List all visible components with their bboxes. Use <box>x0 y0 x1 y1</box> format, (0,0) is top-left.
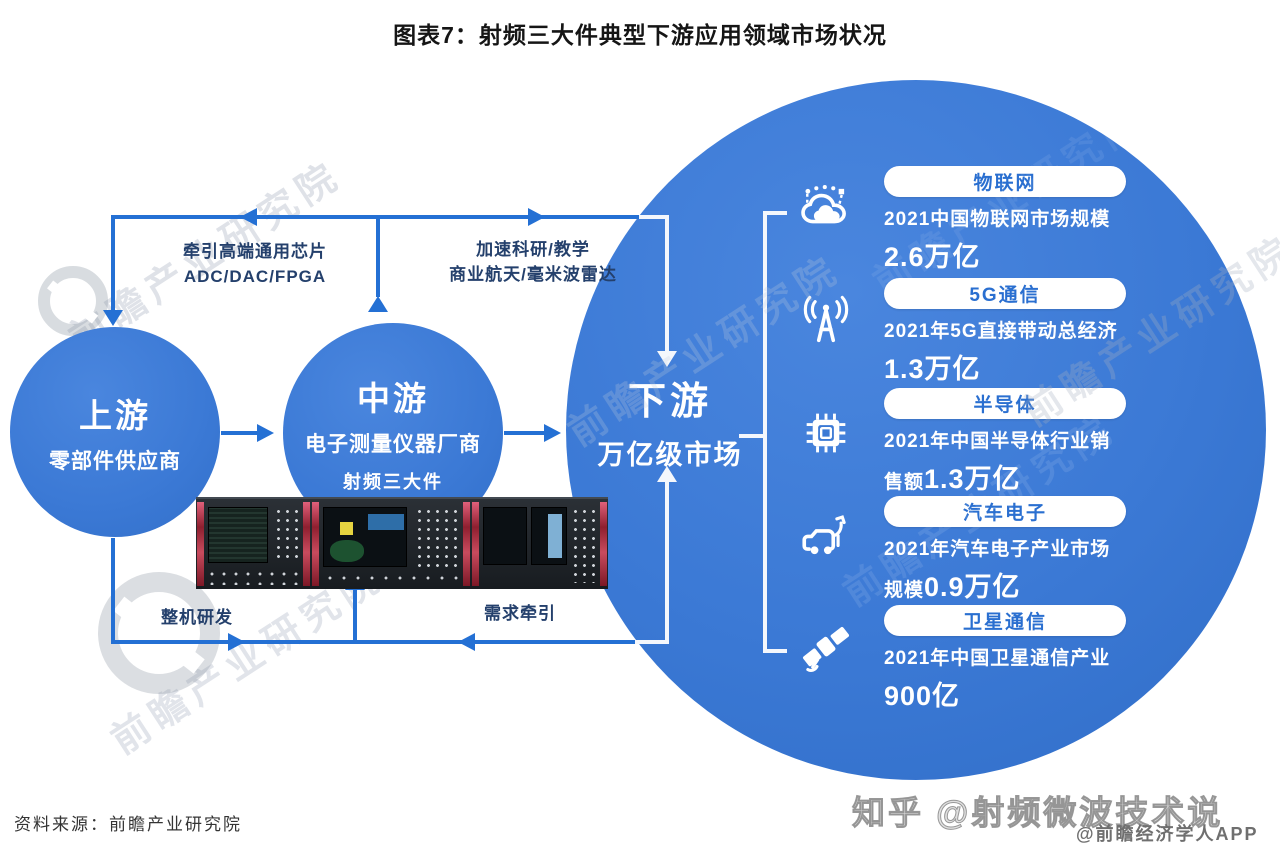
market-label: 卫星通信 <box>962 612 1047 633</box>
market-row-semiconductor: 半导体 2021年中国半导体行业销 售额1.3万亿 <box>884 388 1136 496</box>
market-row-satellite: 卫星通信 2021年中国卫星通信产业 900亿 <box>884 605 1136 713</box>
flow-label-bottom-right: 需求牵引 <box>455 602 585 627</box>
market-desc: 2021年汽车电子产业市场 <box>884 539 1111 560</box>
bracket-tick-middle <box>739 434 765 438</box>
market-value: 1.3万亿 <box>884 353 981 384</box>
market-value: 900亿 <box>884 680 961 711</box>
upstream-subtitle: 零部件供应商 <box>49 450 181 473</box>
zhihu-watermark: 知乎 @射频微波技术说 <box>851 794 1224 832</box>
arrowhead-right-icon <box>228 633 245 651</box>
market-desc-cont: 规模 <box>884 579 925 601</box>
market-pill: 5G通信 <box>884 278 1126 309</box>
instrument-unit <box>471 497 608 589</box>
flow-label-line: 商业航天/毫米波雷达 <box>449 264 617 284</box>
flow-label-top-left: 牵引高端通用芯片 ADC/DAC/FPGA <box>145 240 365 289</box>
flow-label-line: 需求牵引 <box>484 604 556 623</box>
market-value-line: 900亿 <box>884 674 1136 713</box>
flow-line-white-top <box>639 215 669 219</box>
satellite-icon <box>797 620 855 678</box>
market-row-automotive: 汽车电子 2021年汽车电子产业市场 规模0.9万亿 <box>884 496 1136 604</box>
market-value: 1.3万亿 <box>924 463 1021 494</box>
midstream-subtitle: 电子测量仪器厂商 <box>305 433 481 456</box>
downstream-title: 下游 <box>627 381 712 423</box>
instrument-unit <box>196 497 311 589</box>
flow-line-to-upstream <box>111 215 115 311</box>
market-desc-cont: 售额 <box>884 471 925 493</box>
arrowhead-left-icon <box>240 208 257 226</box>
market-pill: 物联网 <box>884 166 1126 197</box>
market-row-iot: 物联网 2021中国物联网市场规模 2.6万亿 <box>884 166 1136 274</box>
market-pill: 半导体 <box>884 388 1126 419</box>
iot-cloud-icon <box>797 178 855 236</box>
arrowhead-left-icon <box>458 633 475 651</box>
market-desc: 2021年中国卫星通信产业 <box>884 648 1111 669</box>
market-value: 0.9万亿 <box>924 571 1021 602</box>
market-row-5g: 5G通信 2021年5G直接带动总经济 1.3万亿 <box>884 278 1136 386</box>
market-value-line: 2.6万亿 <box>884 235 1136 274</box>
flow-line-mid-to-down <box>504 431 546 435</box>
flow-line-from-upstream <box>111 538 115 644</box>
arrowhead-up-icon <box>368 296 388 312</box>
market-pill: 汽车电子 <box>884 496 1126 527</box>
flow-line-from-midstream <box>376 215 380 297</box>
downstream-label-block: 下游 万亿级市场 <box>570 370 770 472</box>
chart-title: 图表7：射频三大件典型下游应用领域市场状况 <box>393 22 887 48</box>
flow-line-white-bottom <box>635 640 669 644</box>
flow-label-line: ADC/DAC/FPGA <box>183 266 327 286</box>
instrument-unit <box>311 497 471 589</box>
bracket-line <box>763 211 767 653</box>
chip-icon <box>797 404 855 462</box>
upstream-title: 上游 <box>79 397 151 434</box>
car-icon <box>797 508 855 566</box>
market-desc: 2021年中国半导体行业销 <box>884 431 1111 452</box>
flow-line-white-up <box>665 482 669 640</box>
market-desc: 2021年5G直接带动总经济 <box>884 321 1118 342</box>
flow-label-bottom-left: 整机研发 <box>132 606 262 631</box>
arrowhead-right-icon <box>544 424 561 442</box>
market-desc: 2021中国物联网市场规模 <box>884 209 1111 230</box>
midstream-tag: 射频三大件 <box>343 472 443 492</box>
flow-label-line: 整机研发 <box>161 608 233 627</box>
market-label: 汽车电子 <box>962 503 1047 524</box>
arrowhead-down-icon <box>657 351 677 367</box>
source-note: 资料来源：前瞻产业研究院 <box>14 815 242 834</box>
market-value-line: 规模0.9万亿 <box>884 565 1136 604</box>
midstream-title: 中游 <box>357 380 429 417</box>
market-pill: 卫星通信 <box>884 605 1126 636</box>
rf-instruments-photo <box>196 497 608 589</box>
downstream-subtitle: 万亿级市场 <box>597 440 743 470</box>
flow-line-into-midstream <box>353 590 357 644</box>
flow-label-top-right: 加速科研/教学 商业航天/毫米波雷达 <box>418 238 648 287</box>
market-value-line: 售额1.3万亿 <box>884 457 1136 496</box>
flow-label-line: 加速科研/教学 <box>476 240 590 259</box>
market-value-line: 1.3万亿 <box>884 347 1136 386</box>
arrowhead-right-icon <box>257 424 274 442</box>
qianzhan-logo-icon <box>98 572 220 694</box>
5g-tower-icon <box>797 292 855 350</box>
arrowhead-down-icon <box>103 310 123 326</box>
arrowhead-right-icon <box>528 208 545 226</box>
flow-line-white-down <box>665 215 669 353</box>
market-value: 2.6万亿 <box>884 241 981 272</box>
market-label: 物联网 <box>973 173 1037 194</box>
flow-line-up-to-mid <box>221 431 259 435</box>
qianzhan-logo-icon <box>38 266 108 336</box>
flow-label-line: 牵引高端通用芯片 <box>183 242 327 261</box>
flow-line-bottom <box>111 640 637 644</box>
app-watermark: @前瞻经济学人APP <box>1076 824 1259 844</box>
market-label: 半导体 <box>973 395 1037 416</box>
upstream-circle: 上游 零部件供应商 <box>10 327 220 537</box>
market-label: 5G通信 <box>969 285 1041 306</box>
bracket-tick-bottom <box>763 649 787 653</box>
arrowhead-up-icon <box>657 466 677 482</box>
flow-line-top <box>111 215 639 219</box>
bracket-tick-top <box>763 211 787 215</box>
